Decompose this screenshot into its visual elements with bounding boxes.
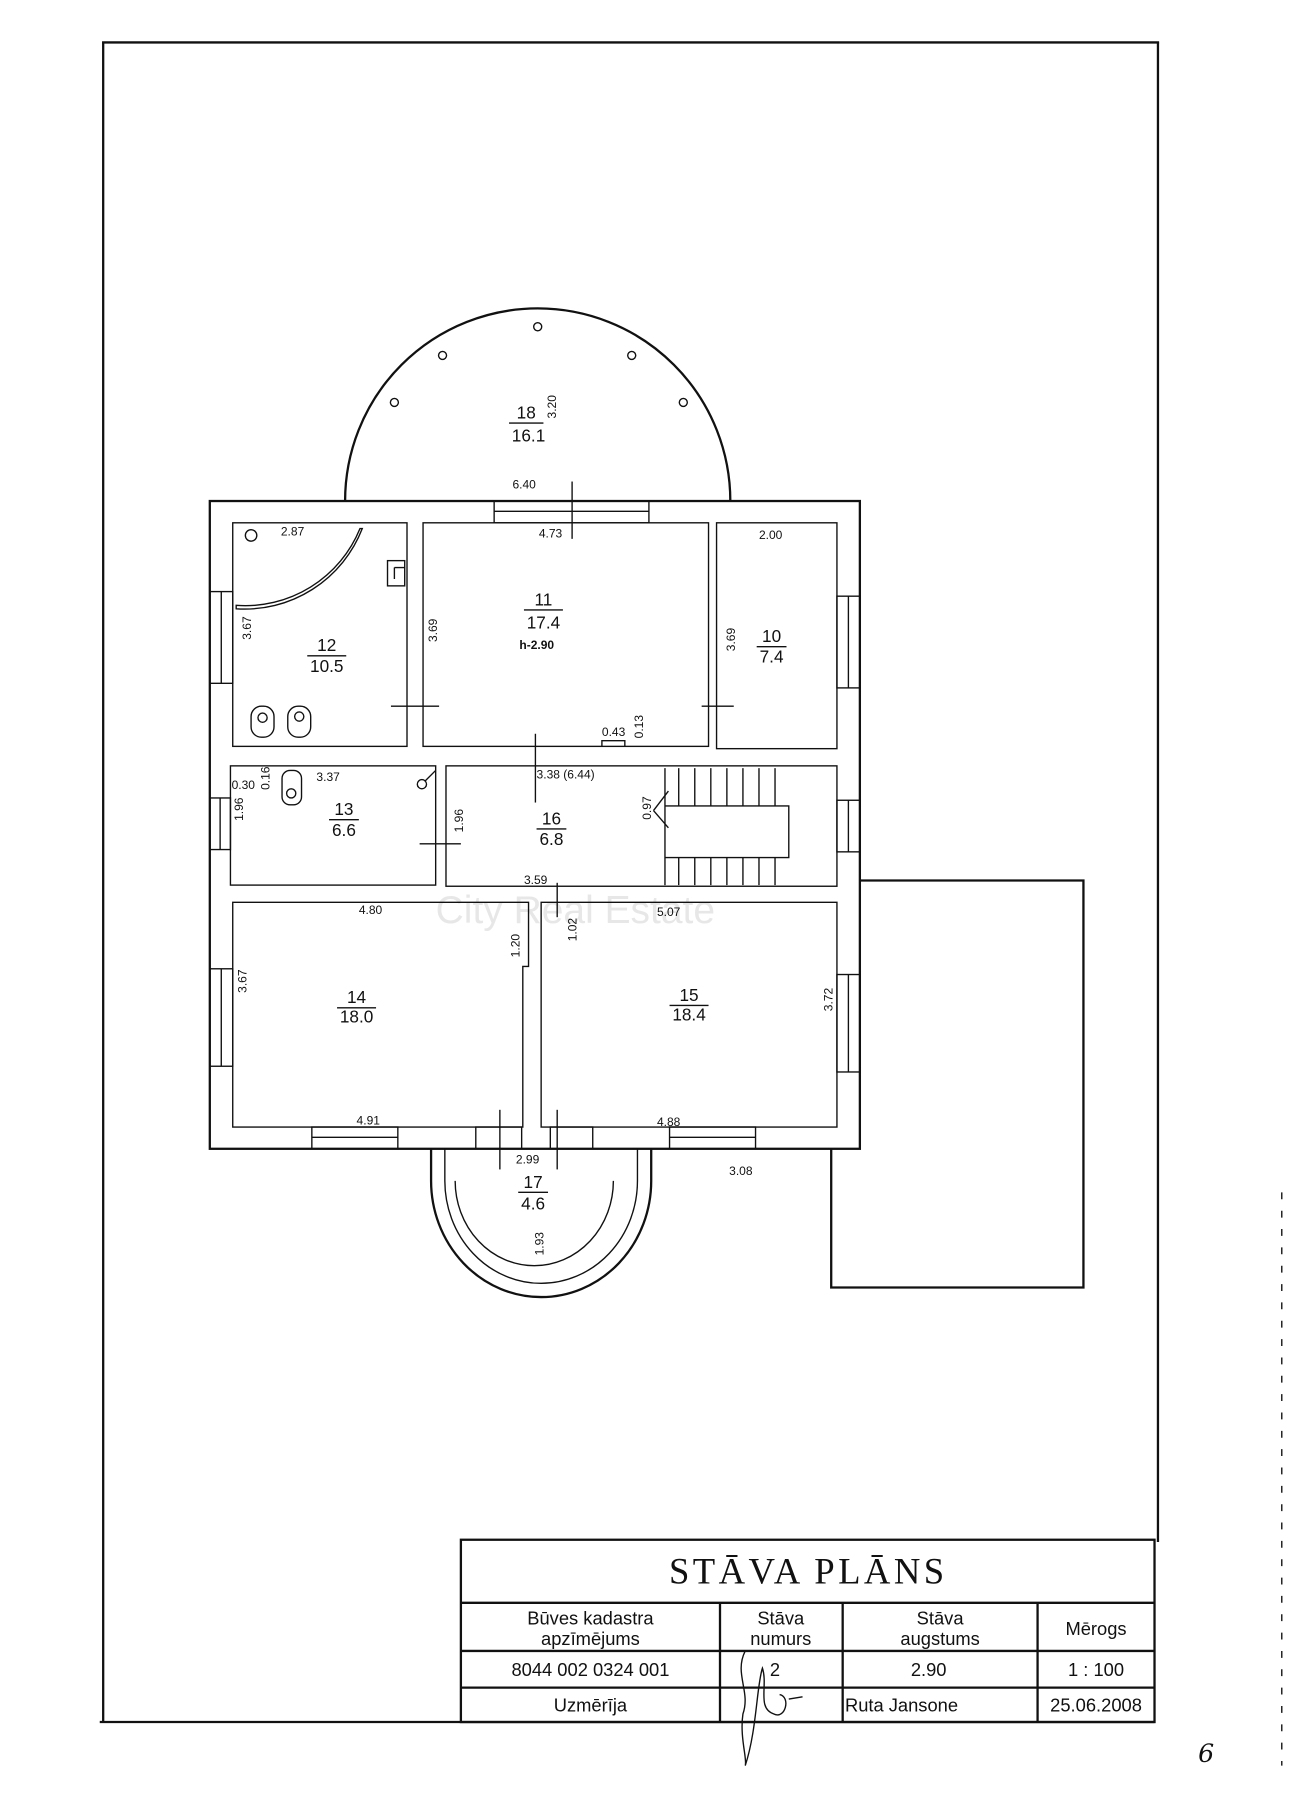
floor-number: 2 <box>770 1659 780 1680</box>
svg-text:apzīmējums: apzīmējums <box>541 1628 640 1649</box>
floor-height: 2.90 <box>911 1659 947 1680</box>
svg-text:2.00: 2.00 <box>759 528 783 542</box>
svg-text:Mērogs: Mērogs <box>1065 1618 1126 1639</box>
room-17-bay <box>429 1148 653 1299</box>
room-18-label: 18 16.1 <box>509 402 545 445</box>
room-16-label: 166.8 <box>536 808 567 849</box>
svg-text:6.8: 6.8 <box>540 829 564 849</box>
svg-text:5.07: 5.07 <box>657 905 681 919</box>
svg-text:Stāva: Stāva <box>757 1608 805 1629</box>
svg-text:0.43: 0.43 <box>602 725 626 739</box>
surveyor-name: Ruta Jansone <box>845 1695 958 1716</box>
svg-text:16.1: 16.1 <box>512 425 545 445</box>
svg-text:0.97: 0.97 <box>640 796 654 820</box>
svg-text:10.5: 10.5 <box>310 656 343 676</box>
watermark: City Real Estate <box>436 889 715 932</box>
svg-text:18.0: 18.0 <box>340 1007 373 1027</box>
walls <box>208 481 862 1170</box>
svg-text:3.59: 3.59 <box>524 873 548 887</box>
svg-text:0.13: 0.13 <box>632 715 646 739</box>
svg-text:3.69: 3.69 <box>724 628 738 652</box>
staircase <box>652 768 790 886</box>
svg-text:6.6: 6.6 <box>332 820 356 840</box>
svg-text:1.96: 1.96 <box>452 809 466 833</box>
svg-text:2.87: 2.87 <box>281 524 305 538</box>
svg-text:6.40: 6.40 <box>512 477 536 491</box>
svg-text:4.91: 4.91 <box>357 1114 381 1128</box>
svg-text:4.73: 4.73 <box>539 527 563 541</box>
svg-text:12: 12 <box>317 635 336 655</box>
annex-outline <box>830 879 1085 1289</box>
svg-text:h-2.90: h-2.90 <box>519 638 554 652</box>
svg-text:4.6: 4.6 <box>521 1194 545 1214</box>
svg-text:Uzmērīja: Uzmērīja <box>554 1695 628 1716</box>
bathroom-fixtures <box>235 527 437 806</box>
svg-text:3.72: 3.72 <box>821 988 835 1012</box>
svg-text:3.08: 3.08 <box>729 1164 753 1178</box>
svg-text:2.99: 2.99 <box>516 1153 540 1167</box>
room-10-label: 107.4 <box>756 626 787 667</box>
room-11-label: 11 17.4 h-2.90 <box>519 589 563 652</box>
svg-text:18: 18 <box>517 402 536 422</box>
svg-text:4.88: 4.88 <box>657 1115 681 1129</box>
svg-text:3.38 (6.44): 3.38 (6.44) <box>537 767 595 781</box>
svg-text:10: 10 <box>762 626 781 646</box>
svg-text:Būves kadastra: Būves kadastra <box>527 1608 654 1629</box>
svg-text:1.20: 1.20 <box>508 934 522 958</box>
room-17-label: 174.6 <box>518 1172 549 1214</box>
svg-text:1.96: 1.96 <box>232 797 246 821</box>
svg-text:4.80: 4.80 <box>359 903 383 917</box>
svg-text:13: 13 <box>334 799 353 819</box>
svg-text:15: 15 <box>679 985 698 1005</box>
room-18-balcony <box>343 307 732 502</box>
plan-title: STĀVA PLĀNS <box>669 1550 948 1591</box>
page-number: 6 <box>1198 1739 1214 1768</box>
date: 25.06.2008 <box>1050 1695 1142 1716</box>
room-13-label: 136.6 <box>329 799 359 840</box>
svg-text:14: 14 <box>347 987 367 1007</box>
svg-text:0.30: 0.30 <box>232 778 256 792</box>
dimension-labels: 6.40 3.20 4.73 2.87 2.00 3.67 3.69 3.69 … <box>232 395 836 1256</box>
svg-text:7.4: 7.4 <box>760 647 784 667</box>
svg-text:3.69: 3.69 <box>426 618 440 642</box>
svg-text:3.67: 3.67 <box>240 616 254 640</box>
svg-text:11: 11 <box>535 589 553 609</box>
svg-text:augstums: augstums <box>900 1628 979 1649</box>
svg-text:18.4: 18.4 <box>672 1004 706 1024</box>
svg-text:Stāva: Stāva <box>917 1608 965 1629</box>
svg-text:3.20: 3.20 <box>545 395 559 419</box>
svg-text:3.67: 3.67 <box>235 969 249 993</box>
svg-text:16: 16 <box>542 808 561 828</box>
svg-text:17.4: 17.4 <box>527 612 561 632</box>
svg-text:1.02: 1.02 <box>566 918 580 942</box>
cadastre-number: 8044 002 0324 001 <box>511 1659 669 1680</box>
svg-text:3.37: 3.37 <box>316 770 340 784</box>
scale: 1 : 100 <box>1068 1659 1124 1680</box>
svg-text:1.93: 1.93 <box>532 1232 546 1256</box>
svg-text:numurs: numurs <box>750 1628 811 1649</box>
svg-text:0.16: 0.16 <box>258 766 272 790</box>
title-block: STĀVA PLĀNS Būves kadastra apzīmējums St… <box>459 1538 1156 1766</box>
svg-text:17: 17 <box>524 1172 543 1192</box>
signature <box>740 1650 803 1766</box>
